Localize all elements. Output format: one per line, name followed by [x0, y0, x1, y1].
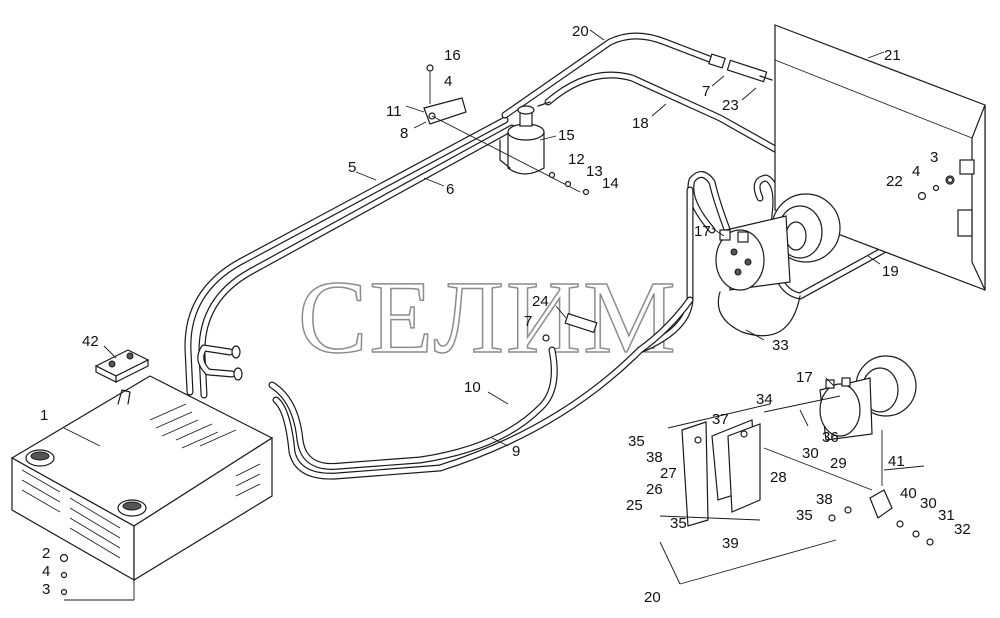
callout-5: 5 [348, 159, 356, 176]
callout-21: 21 [884, 47, 901, 64]
callout-19: 19 [882, 263, 899, 280]
callout-20: 20 [572, 23, 589, 40]
callout-numbers: 1 2 4 3 42 5 6 8 11 16 4 15 12 13 14 20 … [40, 23, 971, 606]
callout-17: 17 [694, 223, 711, 240]
callout-35b: 35 [670, 515, 687, 532]
callout-7b: 7 [524, 313, 532, 330]
mounting-brackets [659, 395, 873, 527]
callout-13: 13 [586, 163, 603, 180]
fitting-23 [726, 59, 773, 83]
evaporator-unit-1 [10, 375, 274, 601]
callout-4: 4 [42, 563, 50, 580]
callout-26: 26 [646, 481, 663, 498]
compressor-17-lower [819, 355, 917, 486]
callout-30: 30 [802, 445, 819, 462]
callout-28: 28 [770, 469, 787, 486]
callout-18: 18 [632, 115, 649, 132]
watermark: СЕЛИМ [298, 260, 678, 375]
callout-41: 41 [888, 453, 905, 470]
callout-9: 9 [512, 443, 520, 460]
callout-12: 12 [568, 151, 585, 168]
callout-32: 32 [954, 521, 971, 538]
callout-23: 23 [722, 97, 739, 114]
callout-35: 35 [628, 433, 645, 450]
callout-14: 14 [602, 175, 619, 192]
callout-33: 33 [772, 337, 789, 354]
callout-30b: 30 [920, 495, 937, 512]
bracket-40 [828, 465, 934, 546]
callout-2: 2 [42, 545, 50, 562]
fitting-24 [542, 312, 598, 342]
tube-pair-5-6 [184, 116, 516, 399]
callout-11: 11 [386, 103, 402, 120]
callout-36: 36 [822, 429, 839, 446]
receiver-drier-15 [499, 101, 551, 175]
callout-16: 16 [444, 47, 461, 64]
callout-17b: 17 [796, 369, 813, 386]
callout-3b: 3 [930, 149, 938, 166]
leader-lines [63, 29, 885, 447]
callout-25: 25 [626, 497, 643, 514]
callout-37: 37 [712, 411, 729, 428]
callout-29: 29 [830, 455, 847, 472]
callout-39: 39 [722, 535, 739, 552]
bracket-8 [423, 64, 581, 193]
callout-42: 42 [82, 333, 99, 350]
callout-4c: 4 [912, 163, 920, 180]
group-leader-20 [659, 539, 837, 585]
compressor-17-upper [715, 193, 841, 337]
callout-3: 3 [42, 581, 50, 598]
callout-20b: 20 [644, 589, 661, 606]
tube-pair-9-10 [268, 296, 694, 480]
callout-38: 38 [646, 449, 663, 466]
callout-38b: 38 [816, 491, 833, 508]
callout-27: 27 [660, 465, 677, 482]
callout-1: 1 [40, 407, 48, 424]
callout-10: 10 [464, 379, 481, 396]
callout-35c: 35 [796, 507, 813, 524]
callout-4b: 4 [444, 73, 452, 90]
fastener-stacks [59, 171, 954, 596]
callout-8: 8 [400, 125, 408, 142]
callout-6: 6 [446, 181, 454, 198]
hose-20 [501, 32, 726, 119]
control-box-42 [94, 349, 150, 383]
callout-7: 7 [702, 83, 710, 100]
callout-34: 34 [756, 391, 773, 408]
callout-15: 15 [558, 127, 575, 144]
callout-40: 40 [900, 485, 917, 502]
callout-22: 22 [886, 173, 903, 190]
callout-24: 24 [532, 293, 549, 310]
callout-31: 31 [938, 507, 955, 524]
